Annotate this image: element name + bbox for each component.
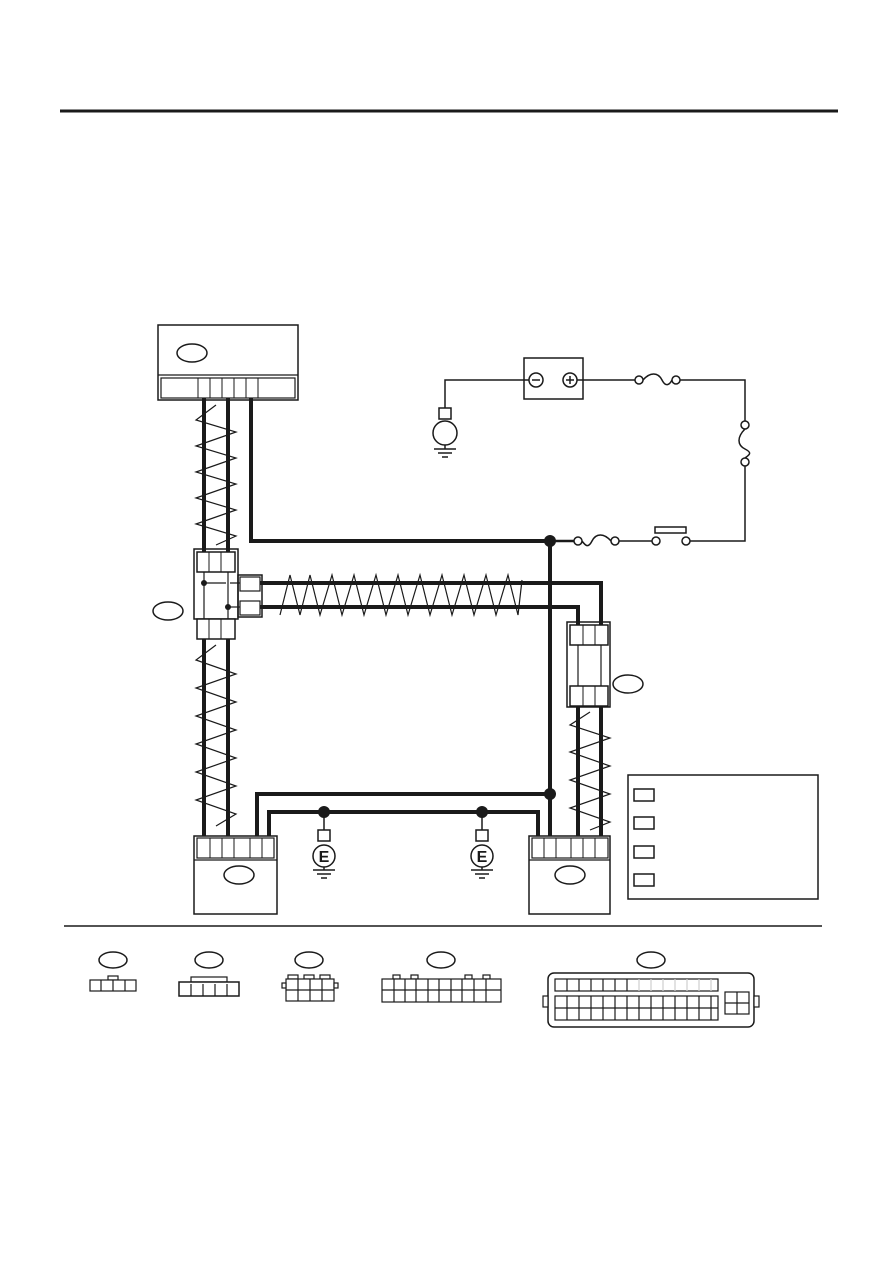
right-joint-connector <box>566 621 611 708</box>
fuse-c-terminal-right <box>610 536 620 546</box>
bottom-left-module <box>193 835 278 915</box>
connector-view-3 <box>281 951 339 1002</box>
bottom-right-module-bubble <box>554 865 586 885</box>
battery <box>523 357 584 400</box>
lower-harness-wires <box>255 792 550 838</box>
ground-label-right: E <box>477 849 488 866</box>
main-fuse-circuit <box>550 373 751 547</box>
wire-color-legend <box>627 774 819 900</box>
top-control-module <box>157 324 299 401</box>
horizontal-twisted-pair <box>260 572 603 625</box>
bottom-right-module <box>528 835 611 915</box>
module-id-bubble <box>176 343 208 363</box>
left-twisted-pair-lower <box>194 639 238 838</box>
ground-label-left: E <box>319 849 330 866</box>
legend-swatch-3 <box>633 845 655 859</box>
connector-view-2 <box>178 951 240 997</box>
power-wire-module <box>249 398 550 543</box>
left-twisted-pair-upper <box>194 398 238 552</box>
left-joint-connector <box>193 548 263 640</box>
connector-view-4 <box>381 951 502 1003</box>
left-joint-connector-bubble <box>152 601 184 621</box>
fuse-a-terminal-left <box>634 375 644 385</box>
ground-point-left <box>312 812 336 879</box>
battery-ground <box>432 379 529 458</box>
switch-terminal-right <box>681 536 691 546</box>
connector-view-5 <box>542 951 760 1028</box>
bottom-left-module-bubble <box>223 865 255 885</box>
fuse-c-terminal-left <box>573 536 583 546</box>
switch-terminal-left <box>651 536 661 546</box>
legend-swatch-4 <box>633 873 655 887</box>
legend-swatch-1 <box>633 788 655 802</box>
fuse-b-terminal-bottom <box>740 457 750 467</box>
right-twisted-pair-lower <box>568 706 612 838</box>
right-joint-connector-bubble <box>612 674 644 694</box>
junction-dot-power-top <box>544 535 556 547</box>
connector-view-1 <box>89 951 137 992</box>
legend-swatch-2 <box>633 816 655 830</box>
ignition-switch-contact <box>654 526 687 534</box>
fuse-b-terminal-top <box>740 420 750 430</box>
ground-point-right <box>470 812 494 879</box>
fuse-a-terminal-right <box>671 375 681 385</box>
